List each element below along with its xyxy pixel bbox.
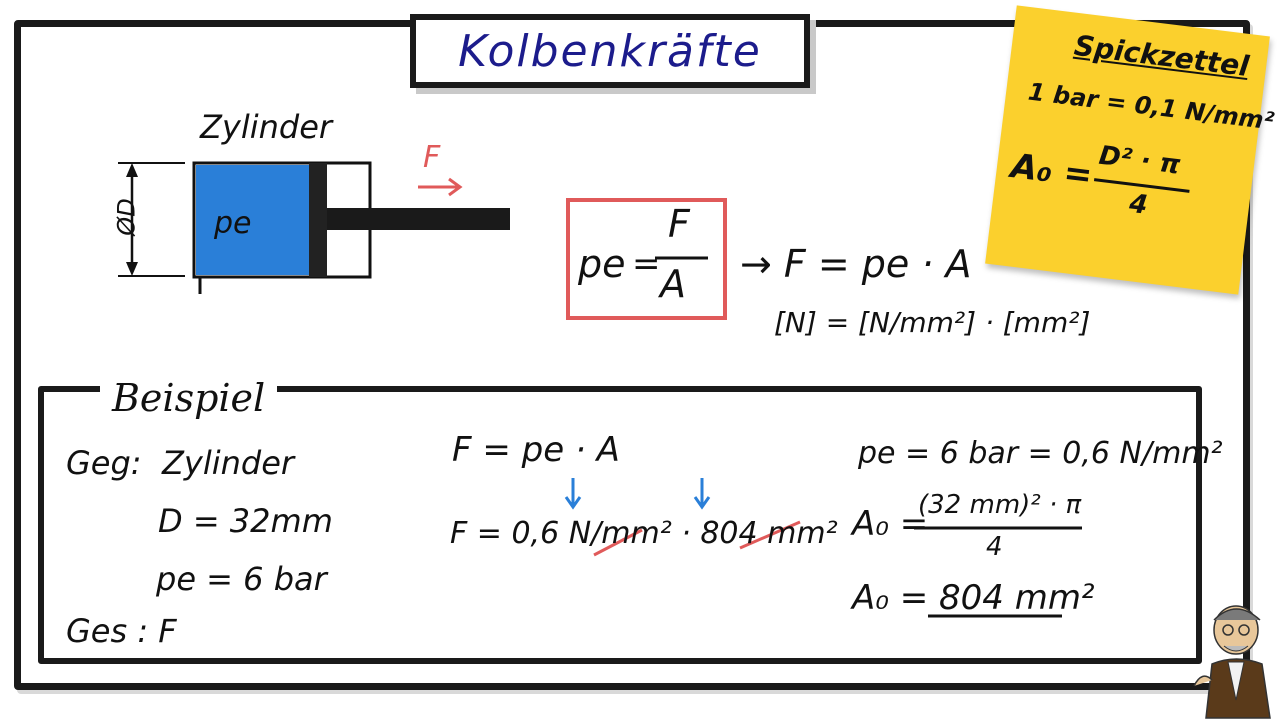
example-frame — [38, 386, 1202, 664]
page-title: Kolbenkräfte — [458, 25, 762, 77]
formula-numerator: F — [668, 202, 690, 246]
force-label: F — [423, 140, 441, 175]
example-equation-2: F = 0,6 N/mm² · 804 mm² — [450, 516, 838, 551]
area-result: A₀ = 804 mm² — [852, 578, 1095, 618]
sought-value: Ges : F — [66, 612, 177, 650]
area-calc-denominator: 4 — [986, 532, 1003, 562]
area-calc-lhs: A₀ = — [852, 504, 929, 544]
example-equation-1: F = pe · A — [452, 430, 620, 470]
example-heading: Beispiel — [100, 376, 278, 420]
cylinder-label: Zylinder — [200, 108, 333, 146]
given-item-diameter: D = 32mm — [158, 502, 333, 540]
formula-derived: → F = pe · A — [740, 242, 972, 286]
pressure-label: pe — [214, 206, 252, 241]
area-calc-numerator: (32 mm)² · π — [918, 490, 1082, 520]
formula-units: [N] = [N/mm²] · [mm²] — [774, 306, 1091, 339]
given-label: Geg: — [66, 444, 142, 482]
given-item-pressure: pe = 6 bar — [156, 560, 327, 598]
formula-equals: = — [632, 244, 661, 284]
formula-lhs: pe — [578, 242, 626, 286]
formula-denominator: A — [660, 262, 686, 306]
professor-mascot-icon — [1193, 605, 1271, 719]
formula-box — [566, 198, 727, 320]
given-item-cylinder: Zylinder — [162, 444, 295, 482]
title-box: Kolbenkräfte — [410, 14, 810, 88]
pressure-conversion: pe = 6 bar = 0,6 N/mm² — [858, 436, 1223, 471]
